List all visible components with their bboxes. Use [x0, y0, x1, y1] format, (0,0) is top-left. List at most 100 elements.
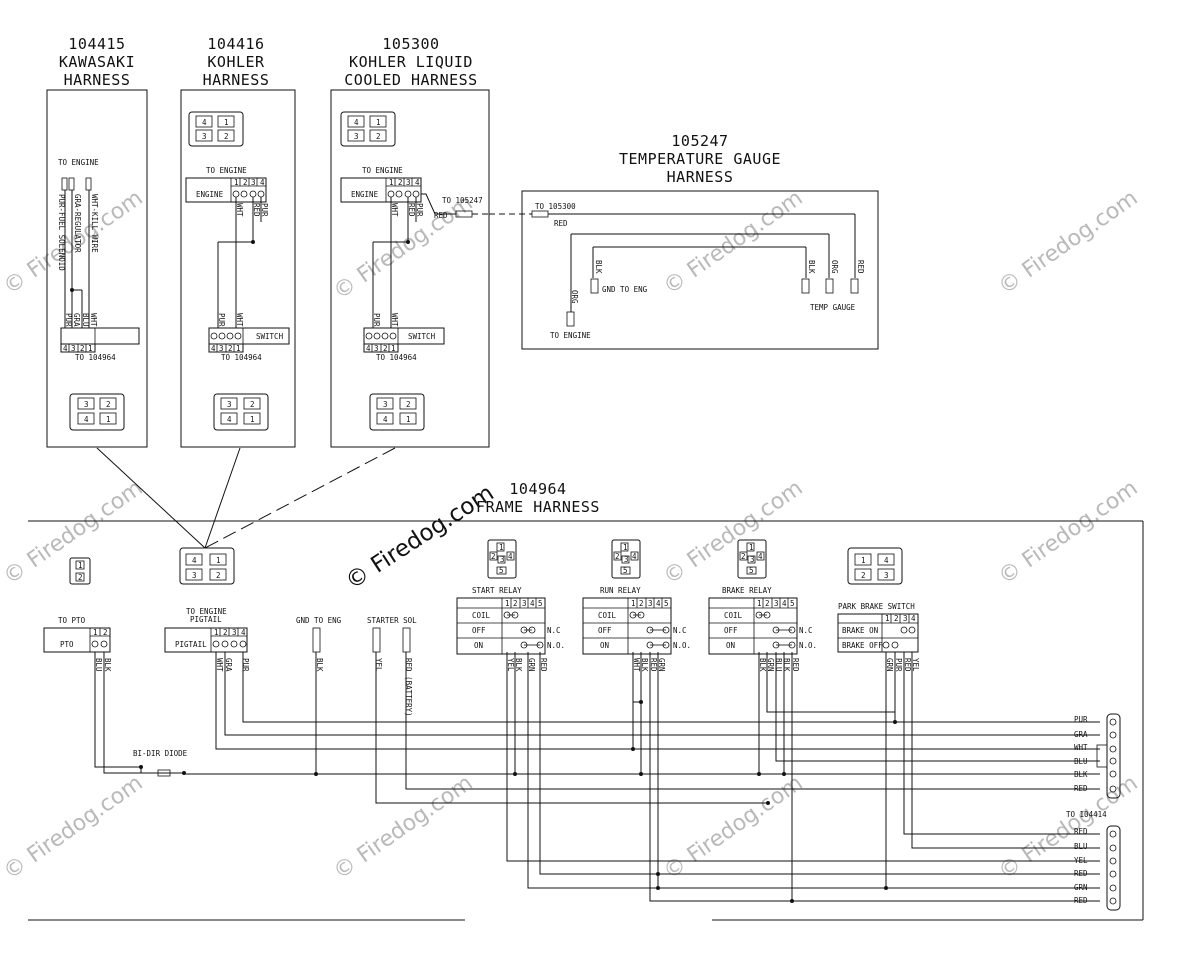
kohler-liquid-name2: COOLED HARNESS — [344, 71, 477, 89]
pin: 1 — [236, 344, 241, 353]
kohler-liquid-to: TO 104964 — [376, 353, 417, 362]
pin: 2 — [639, 599, 644, 608]
row-label: ON — [600, 641, 609, 650]
pin: 1 — [106, 415, 111, 424]
connector-b: TO 104414 RED BLU YEL RED GRN RED — [1066, 810, 1121, 911]
frame-harness: 104964 FRAME HARNESS 1 2 TO PTO 1 2 PTO … — [28, 480, 1144, 921]
pin: 2 — [376, 132, 381, 141]
kohler-name: KOHLER — [207, 53, 265, 71]
no-label: N.O. — [673, 641, 691, 650]
terminal — [61, 177, 68, 191]
watermark: © Firedog.com — [329, 771, 477, 885]
row-label: OFF — [598, 626, 612, 635]
pin: 3 — [500, 555, 505, 564]
pin: 2 — [513, 599, 518, 608]
no-label: N.O. — [799, 641, 817, 650]
wire-label: WHT — [215, 658, 224, 672]
terminal — [85, 177, 92, 191]
wire-label: PUR — [415, 203, 424, 217]
row-label: COIL — [724, 611, 743, 620]
pin: 3 — [227, 400, 232, 409]
pin: 2 — [383, 344, 388, 353]
wire-label: GRA-REGULATOR — [73, 194, 82, 253]
wire-label: RED — [903, 658, 912, 672]
brake-relay-symbol: 1 2 3 4 5 — [737, 539, 767, 579]
wire-label: WHT — [89, 313, 98, 327]
pin: 4 — [508, 552, 513, 561]
pin: 3 — [884, 571, 889, 580]
pin: 3 — [84, 400, 89, 409]
wire-label: GRN — [527, 658, 536, 672]
wire-label: GRN — [1074, 883, 1088, 892]
pin: 1 — [78, 561, 83, 570]
frame-name: FRAME HARNESS — [476, 498, 600, 516]
pin: 3 — [232, 628, 237, 637]
pin: 1 — [749, 543, 754, 552]
watermark: © Firedog.com — [329, 191, 477, 305]
wire-label: BLU — [94, 658, 103, 672]
pin: 5 — [790, 599, 795, 608]
wire-label: WHT — [390, 313, 399, 327]
pin: 4 — [530, 599, 535, 608]
wire-label: RED — [407, 203, 416, 217]
pin: 3 — [251, 178, 256, 187]
pin: 4 — [227, 415, 232, 424]
pin: 1 — [505, 599, 510, 608]
pin: 1 — [376, 118, 381, 127]
run-relay-table: RUN RELAY 1 2 3 4 5 COIL OFF ON N.C N.O.… — [582, 586, 691, 672]
pin: 2 — [78, 573, 83, 582]
frame-part: 104964 — [509, 480, 566, 498]
wire-label: BLK — [807, 260, 816, 274]
wire-label: GRN — [657, 658, 666, 672]
nc-label: N.C — [673, 626, 687, 635]
kohler-to: TO 104964 — [221, 353, 262, 362]
temp-gauge-frame — [521, 190, 879, 350]
row-label: BRAKE OFF — [842, 641, 883, 650]
pin: 2 — [861, 571, 866, 580]
wire-label: RED — [791, 658, 800, 672]
wire-label: BLK — [782, 658, 791, 672]
wire-label: BLU — [1074, 842, 1088, 851]
wire-label: RED — [1074, 827, 1088, 836]
pigtail-to1: TO ENGINE — [186, 607, 227, 616]
pin: 4 — [241, 628, 246, 637]
pin: 2 — [223, 628, 228, 637]
start-relay-table: START RELAY 1 2 3 4 5 COIL OFF ON N.C N.… — [456, 586, 565, 672]
kohler-liquid-switch-label: SWITCH — [408, 332, 436, 341]
pin: 3 — [648, 599, 653, 608]
wire-label: WHT — [390, 203, 399, 217]
pin: 3 — [354, 132, 359, 141]
kawasaki-part: 104415 — [68, 35, 125, 53]
wire-label: PUR-FUEL SOLENOID — [57, 194, 66, 271]
pin: 2 — [406, 400, 411, 409]
row-label: BRAKE ON — [842, 626, 878, 635]
gnd-to-eng: GND TO ENG — [602, 285, 648, 294]
pin: 1 — [631, 599, 636, 608]
pin: 4 — [758, 552, 763, 561]
watermark: © Firedog.com — [659, 476, 807, 590]
wire-label: BLU — [81, 313, 90, 327]
pin: 1 — [757, 599, 762, 608]
wire-label: PUR — [217, 313, 226, 327]
pin: 2 — [243, 178, 248, 187]
pin: 2 — [103, 628, 108, 637]
watermark: © Firedog.com — [659, 186, 807, 300]
pin: 2 — [216, 571, 221, 580]
kawasaki-name: KAWASAKI — [59, 53, 135, 71]
wire-label: PUR — [1074, 715, 1088, 724]
connector-leader-lines — [96, 447, 396, 549]
pin: 3 — [406, 178, 411, 187]
pin: 2 — [741, 552, 746, 561]
wire-label: RED — [539, 658, 548, 672]
pin: 1 — [391, 344, 396, 353]
wire-label: GRN — [885, 658, 894, 672]
row-label: ON — [474, 641, 483, 650]
kawasaki-to-engine: TO ENGINE — [58, 158, 99, 167]
wire-label: GRA — [224, 658, 233, 672]
pin: 4 — [366, 344, 371, 353]
wire-label: RED — [649, 658, 658, 672]
row-label: COIL — [598, 611, 617, 620]
pin: 2 — [106, 400, 111, 409]
wire-label: RED (BATTERY) — [404, 658, 413, 717]
